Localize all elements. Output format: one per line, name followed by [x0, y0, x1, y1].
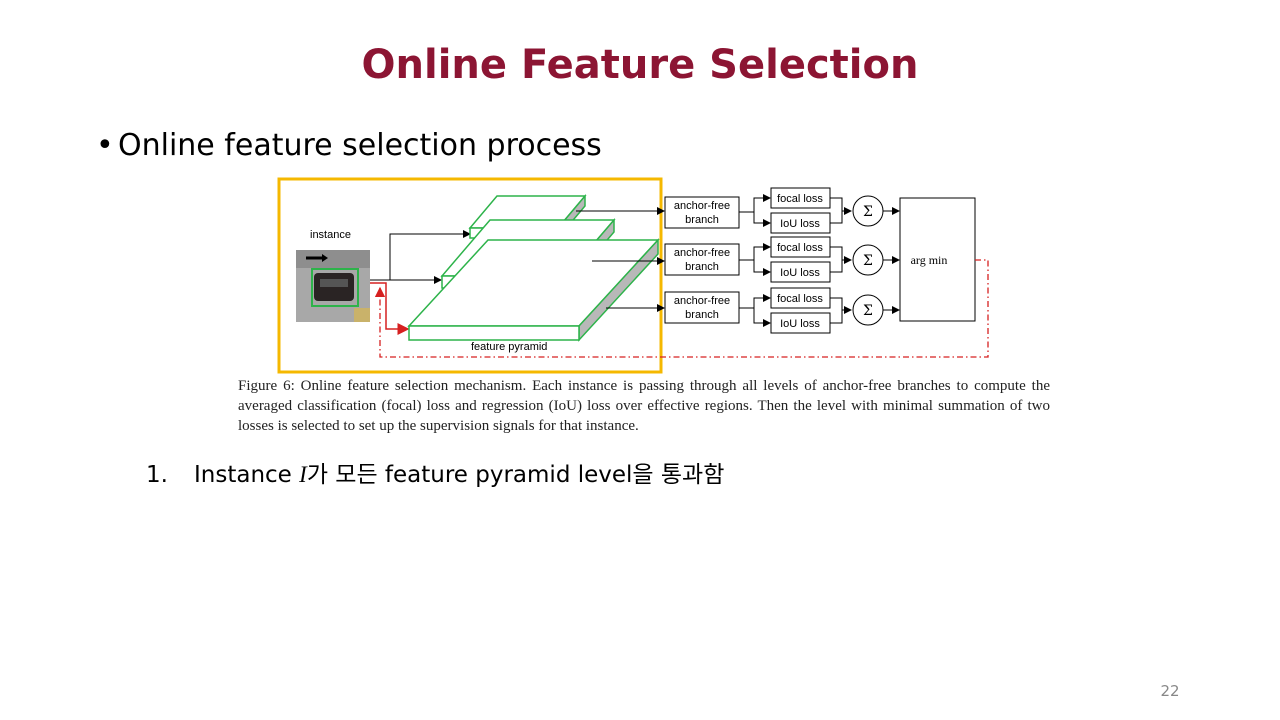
rect-shape	[664, 291, 740, 324]
feedback-loop	[374, 259, 989, 358]
step-text-before: Instance	[194, 462, 300, 488]
path-shape	[830, 246, 852, 264]
path-shape	[753, 212, 771, 227]
iou-loss-text: IoU loss	[780, 218, 820, 230]
rect-shape	[354, 308, 370, 322]
branch-label-line1-text: anchor-free	[674, 295, 730, 307]
page-number: 22	[1160, 682, 1180, 700]
rect-shape	[311, 268, 359, 307]
path-shape	[739, 194, 771, 213]
path-shape	[322, 254, 328, 262]
path-shape	[739, 243, 771, 261]
bullet-item: •Online feature selection process	[96, 128, 602, 163]
branch-label-line1-text: anchor-free	[674, 247, 730, 259]
rect-shape	[664, 243, 740, 276]
path-shape	[830, 260, 843, 273]
rect-shape	[320, 279, 348, 287]
rect-shape	[664, 196, 740, 229]
pyramid-label: feature pyramid	[471, 341, 547, 353]
polygon-shape	[408, 325, 580, 341]
rect-shape	[296, 250, 370, 268]
path-shape	[753, 308, 771, 327]
focal-loss-text: focal loss	[777, 193, 823, 205]
branch-row-2: anchor-free branch focal loss IoU loss Σ	[664, 236, 900, 283]
path-shape	[830, 197, 852, 215]
focal-loss-text: focal loss	[777, 293, 823, 305]
branch-label-line1-text: anchor-free	[674, 200, 730, 212]
branch-label-line2-text: branch	[685, 261, 719, 273]
branch-label-line2-text: branch	[685, 309, 719, 321]
figure-diagram: instance feature pyramid anchor-free br	[277, 177, 989, 374]
sum-symbol-text: Σ	[863, 253, 873, 269]
path-shape	[830, 297, 852, 314]
pyramid-level-bottom	[407, 238, 660, 342]
instance-image	[296, 250, 370, 322]
bullet-text: Online feature selection process	[118, 128, 602, 163]
path-shape	[739, 294, 771, 309]
branch-label-line2-text: branch	[685, 214, 719, 226]
figure-caption: Figure 6: Online feature selection mecha…	[238, 378, 1050, 434]
step-variable: I	[299, 462, 307, 487]
instance-label: instance	[310, 229, 351, 241]
path-shape	[753, 260, 771, 276]
branch-row-3: anchor-free branch focal loss IoU loss Σ	[664, 287, 900, 334]
branch-row-1: anchor-free branch focal loss IoU loss Σ	[664, 187, 900, 234]
step-text-after: 가 모든 feature pyramid level을 통과함	[306, 462, 725, 488]
slide-title: Online Feature Selection	[361, 42, 919, 88]
step-number: 1.	[146, 462, 168, 488]
path-shape	[830, 211, 843, 224]
sum-symbol-text: Σ	[863, 303, 873, 319]
argmin-label: arg min	[911, 253, 948, 267]
iou-loss-text: IoU loss	[780, 267, 820, 279]
iou-loss-text: IoU loss	[780, 318, 820, 330]
bullet-dot: •	[96, 128, 114, 163]
numbered-step: 1. Instance I가 모든 feature pyramid level을 …	[146, 455, 724, 489]
focal-loss-text: focal loss	[777, 242, 823, 254]
path-shape	[830, 310, 843, 324]
highlight-box	[277, 177, 663, 374]
sum-symbol-text: Σ	[863, 204, 873, 220]
